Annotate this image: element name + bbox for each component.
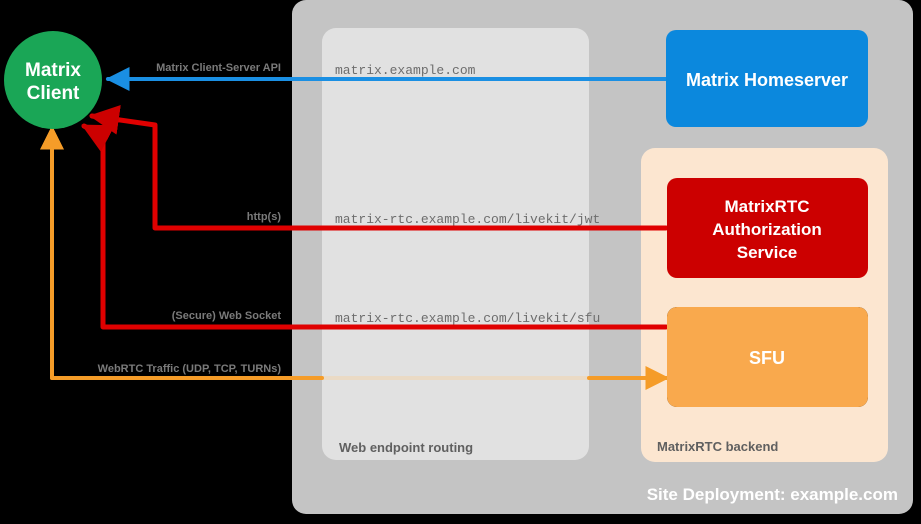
node-label-auth-service-line3: Service <box>737 243 798 262</box>
node-label-auth-service-line2: Authorization <box>712 220 822 239</box>
edge-secure-websocket: (Secure) Web Socket <box>81 123 669 330</box>
edge-label-webrtc-traffic: WebRTC Traffic (UDP, TCP, TURNs) <box>98 363 282 375</box>
node-matrixrtc-auth-service[interactable]: MatrixRTC Authorization Service <box>667 178 868 278</box>
site-deployment-label: Site Deployment: example.com <box>647 485 898 504</box>
node-matrix-homeserver[interactable]: Matrix Homeserver <box>666 30 868 127</box>
edge-url-secure-websocket-text: matrix-rtc.example.com/livekit/sfu <box>335 311 600 326</box>
node-label-sfu: SFU <box>749 348 785 368</box>
node-label-matrix-client-line1: Matrix <box>25 60 81 81</box>
edge-url-https-jwt: matrix-rtc.example.com/livekit/jwt <box>335 212 600 227</box>
node-sfu[interactable]: SFU <box>667 307 868 407</box>
edge-url-matrix-client-server-api: matrix.example.com <box>335 63 476 78</box>
group-label-matrixrtc-backend: MatrixRTC backend <box>657 439 778 454</box>
node-label-auth-service-line1: MatrixRTC <box>724 197 809 216</box>
edge-label-https-jwt: http(s) <box>247 211 282 223</box>
group-label-web-endpoint-routing: Web endpoint routing <box>339 440 473 455</box>
node-label-matrix-client-line2: Client <box>27 83 80 104</box>
edge-label-secure-websocket: (Secure) Web Socket <box>172 310 282 322</box>
edge-https-jwt: http(s) matrix-rtc.example.com/livekit/j… <box>89 104 669 231</box>
edge-label-matrix-client-server-api: Matrix Client-Server API <box>156 62 281 74</box>
group-web-endpoint-routing: Web endpoint routing <box>322 28 589 460</box>
node-matrix-client[interactable]: Matrix Client <box>4 31 102 129</box>
node-label-matrix-homeserver: Matrix Homeserver <box>686 70 848 90</box>
edge-matrix-client-server-api: Matrix Client-Server API matrix.example.… <box>105 62 668 91</box>
edge-webrtc-traffic-overlay: WebRTC Traffic (UDP, TCP, TURNs) <box>40 125 670 390</box>
